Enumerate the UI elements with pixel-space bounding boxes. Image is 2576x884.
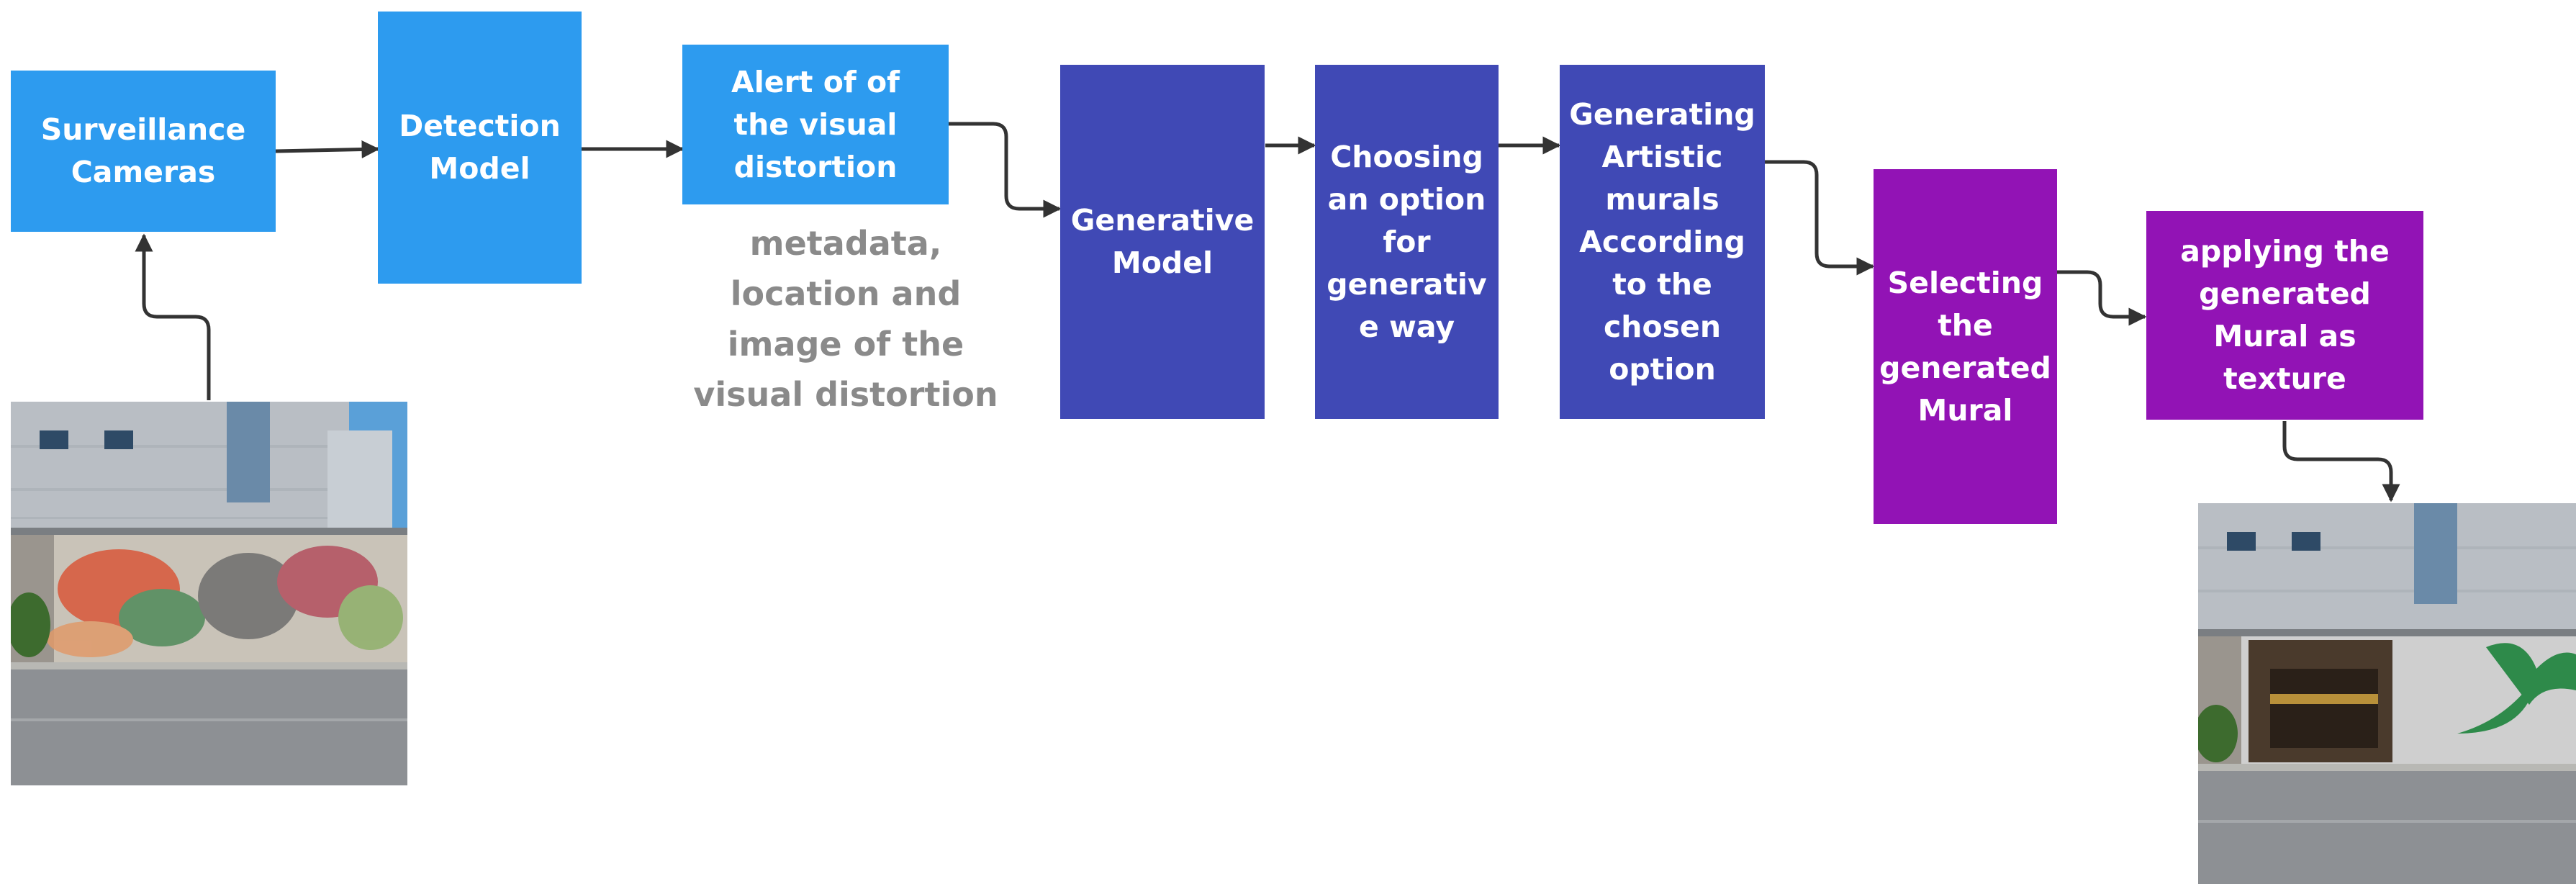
arrow-alert-to-generative <box>949 122 1062 218</box>
surveillance-cameras-label: Surveillance Cameras <box>40 112 246 189</box>
selecting-mural-box: Selecting the generated Mural <box>1874 169 2057 524</box>
surveillance-cameras-box: Surveillance Cameras <box>11 71 276 232</box>
generating-murals-box: Generating Artistic murals According to … <box>1560 65 1765 419</box>
alert-label: Alert of of the visual distortion <box>731 64 900 184</box>
generated-mural-wall-photo <box>2198 503 2576 884</box>
graffiti-wall-photo <box>11 402 407 785</box>
applying-mural-label: applying the generated Mural as texture <box>2180 234 2390 396</box>
choosing-option-label: Choosing an option for generativ e way <box>1327 139 1487 344</box>
arrow-surveillance-to-detection <box>275 140 380 158</box>
detection-model-box: Detection Model <box>378 12 582 284</box>
arrow-selecting-to-applying <box>2057 270 2147 326</box>
alert-annotation: metadata, location and image of the visu… <box>693 224 998 414</box>
selecting-mural-label: Selecting the generated Mural <box>1879 265 2051 428</box>
arrow-applying-to-result <box>2282 421 2400 502</box>
detection-model-label: Detection Model <box>399 109 561 186</box>
arrow-generating-to-selecting <box>1765 160 1875 276</box>
generative-model-label: Generative Model <box>1070 203 1255 280</box>
arrow-camera-to-surveillance <box>135 233 211 400</box>
alert-box: Alert of of the visual distortion <box>682 45 949 204</box>
generative-model-box: Generative Model <box>1060 65 1265 419</box>
generating-murals-label: Generating Artistic murals According to … <box>1569 96 1755 387</box>
applying-mural-box: applying the generated Mural as texture <box>2146 211 2423 420</box>
choosing-option-box: Choosing an option for generativ e way <box>1315 65 1499 419</box>
